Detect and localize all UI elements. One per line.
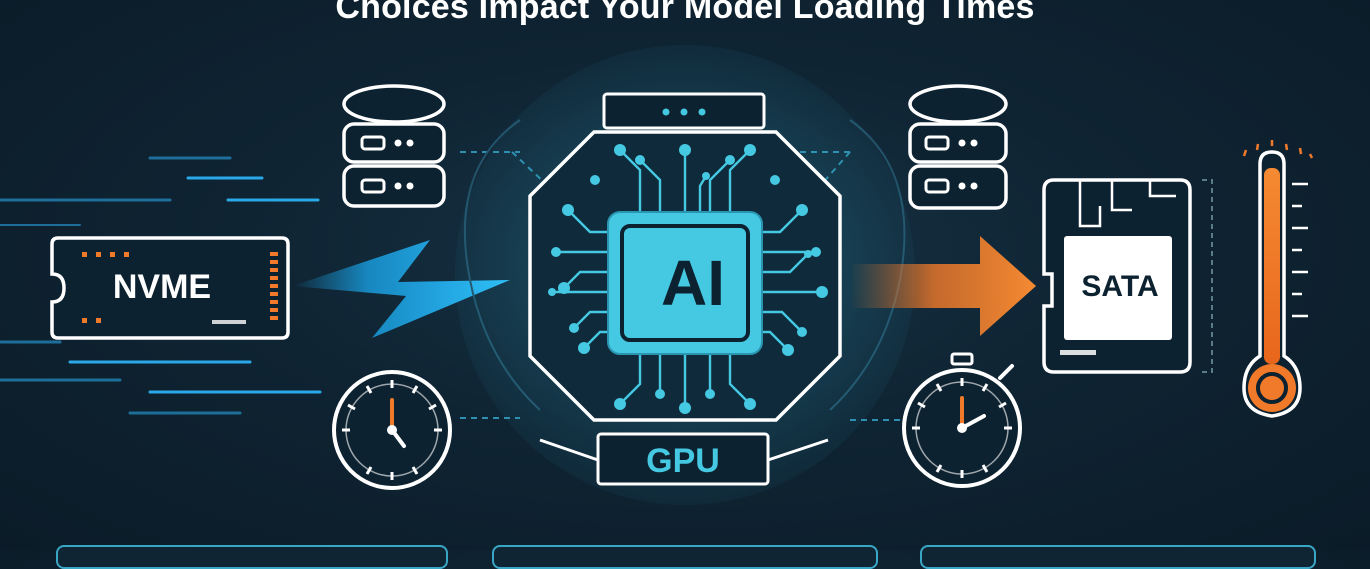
speed-lines [0,156,322,415]
gpu-board [528,130,842,422]
stopwatch-icon [902,352,1022,488]
database-icon [908,84,1008,210]
arrow-right-icon [850,236,1036,336]
lightning-bolt-icon [292,240,510,338]
nvme-drive-icon [50,236,290,340]
thermometer-icon [1242,140,1314,418]
database-icon [342,84,446,208]
info-panel-center [492,545,878,569]
gpu-label: GPU [646,442,720,480]
chip-top-connector [602,92,766,130]
sata-drive-icon [1042,178,1213,374]
ai-chip-label: AI [661,247,725,319]
sata-label: SATA [1081,270,1159,303]
info-panel-right [920,545,1316,569]
diagram-canvas [0,45,1314,505]
stopwatch-icon [332,370,452,490]
page-title: Choices Impact Your Model Loading Times [335,0,1035,26]
info-panel-left [56,545,448,569]
nvme-label: NVME [112,268,212,306]
